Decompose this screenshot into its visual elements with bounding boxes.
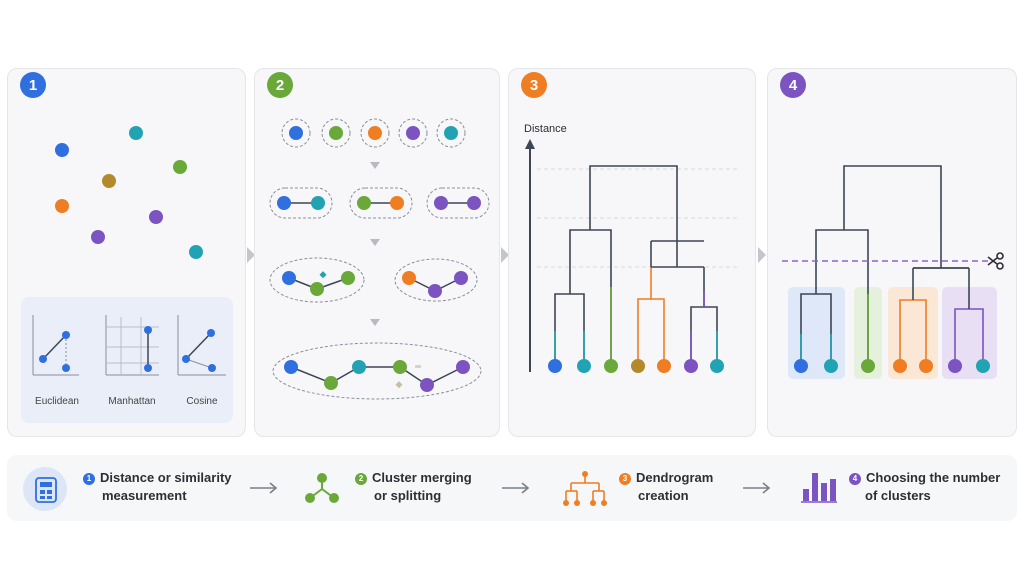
point <box>129 126 143 140</box>
dendrogram-icon <box>563 471 607 506</box>
cut-dendrogram-chart <box>782 165 1004 379</box>
arrow-right-icon <box>250 482 278 494</box>
step-1-line2: measurement <box>102 488 187 503</box>
step-2-line1: Cluster merging <box>372 470 472 485</box>
icon-background <box>23 467 67 511</box>
next-step-arrow-icon <box>247 247 255 263</box>
cut-dendrogram-leaves <box>794 359 990 373</box>
step-1-line1: Distance or similarity <box>100 470 232 485</box>
step-badge-3: 3 <box>521 72 547 98</box>
point <box>189 245 203 259</box>
step-3-line1: Dendrogram <box>636 470 714 485</box>
merged-cluster <box>272 342 482 400</box>
point <box>55 199 69 213</box>
panel-distance: 1 <box>7 68 246 437</box>
step-3-label: 3 Dendrogram creation <box>619 469 713 505</box>
down-arrow-icon <box>370 162 380 169</box>
step-2: 2 Cluster merging or splitting <box>297 455 497 521</box>
cosine-diagram <box>177 315 226 376</box>
merging-diagram <box>269 118 490 400</box>
step-badge-4: 4 <box>780 72 806 98</box>
process-steps-bar: 1 Distance or similarity measurement 2 Clu… <box>7 455 1017 521</box>
next-step-arrow-icon <box>501 247 509 263</box>
singleton-clusters <box>281 118 466 148</box>
step-badge-1: 1 <box>20 72 46 98</box>
point <box>91 230 105 244</box>
metric-label-cosine: Cosine <box>186 396 218 407</box>
calculator-icon <box>35 477 57 503</box>
dendrogram-links <box>554 165 718 366</box>
triple-clusters <box>269 257 478 303</box>
cluster-highlights <box>788 287 997 379</box>
panel-dendrogram: 3 Distance <box>508 68 756 437</box>
point <box>173 160 187 174</box>
down-arrow-icon <box>370 239 380 246</box>
point <box>149 210 163 224</box>
next-step-arrow-icon <box>758 247 766 263</box>
panel-choosing-clusters: 4 <box>767 68 1017 437</box>
step-4: 4 Choosing the number of clusters <box>797 455 1012 521</box>
step-number-3: 3 <box>619 473 631 485</box>
network-icon <box>305 473 339 503</box>
arrow-right-icon <box>743 482 771 494</box>
pair-clusters <box>269 187 490 219</box>
step-2-line2: or splitting <box>374 488 442 503</box>
dendrogram-chart: Distance <box>524 123 737 373</box>
step-2-label: 2 Cluster merging or splitting <box>355 469 472 505</box>
bar-chart-icon <box>801 473 837 503</box>
dendrogram-leaves <box>548 359 724 373</box>
step-1-label: 1 Distance or similarity measurement <box>83 469 232 505</box>
metric-label-manhattan: Manhattan <box>108 396 156 407</box>
step-3-line2: creation <box>638 488 689 503</box>
step-3: 3 Dendrogram creation <box>557 455 757 521</box>
step-1: 1 Distance or similarity measurement <box>7 455 247 521</box>
distance-axis-label: Distance <box>524 123 567 135</box>
distance-metrics-box: Euclidean Manhattan Cosine <box>21 297 233 423</box>
step-number-4: 4 <box>849 473 861 485</box>
step-badge-2: 2 <box>267 72 293 98</box>
step-4-line2: of clusters <box>865 488 931 503</box>
step-4-line1: Choosing the number <box>866 470 1001 485</box>
scatter-points <box>55 126 203 259</box>
step-4-label: 4 Choosing the number of clusters <box>849 469 1000 505</box>
metric-diagrams <box>32 315 226 376</box>
step-number-2: 2 <box>355 473 367 485</box>
point <box>55 143 69 157</box>
metric-label-euclidean: Euclidean <box>35 396 79 407</box>
axis-arrow-icon <box>525 139 535 149</box>
manhattan-diagram <box>105 315 159 376</box>
step-number-1: 1 <box>83 473 95 485</box>
arrow-right-icon <box>502 482 530 494</box>
euclidean-diagram <box>32 315 79 376</box>
panel-merging: 2 <box>254 68 500 437</box>
point <box>102 174 116 188</box>
down-arrow-icon <box>370 319 380 326</box>
scissors-icon <box>987 252 1004 270</box>
